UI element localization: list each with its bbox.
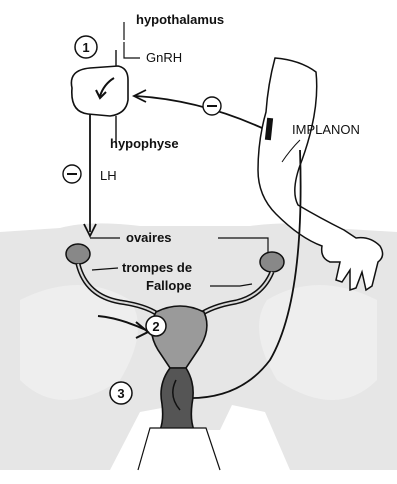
ovary-left: [66, 244, 90, 264]
label-lh: LH: [100, 168, 117, 183]
label-trompes-line2: Fallope: [146, 278, 192, 293]
implanon-to-pituitary-arrow: [136, 96, 262, 128]
pituitary-gland: [71, 66, 128, 116]
vagina: [160, 368, 194, 430]
label-implanon: IMPLANON: [292, 122, 360, 137]
pelvis-bottom-outline: [138, 428, 220, 470]
label-trompes-line1: trompes de: [122, 260, 192, 275]
step3-number: 3: [117, 386, 124, 401]
ovary-right: [260, 252, 284, 272]
step2-number: 2: [152, 319, 159, 334]
label-ovaires: ovaires: [126, 230, 172, 245]
step1-number: 1: [82, 40, 89, 55]
gnrh-leader: [124, 22, 140, 58]
label-hypophyse: hypophyse: [110, 136, 179, 151]
label-hypothalamus: hypothalamus: [136, 12, 224, 27]
label-gnrh: GnRH: [146, 50, 182, 65]
